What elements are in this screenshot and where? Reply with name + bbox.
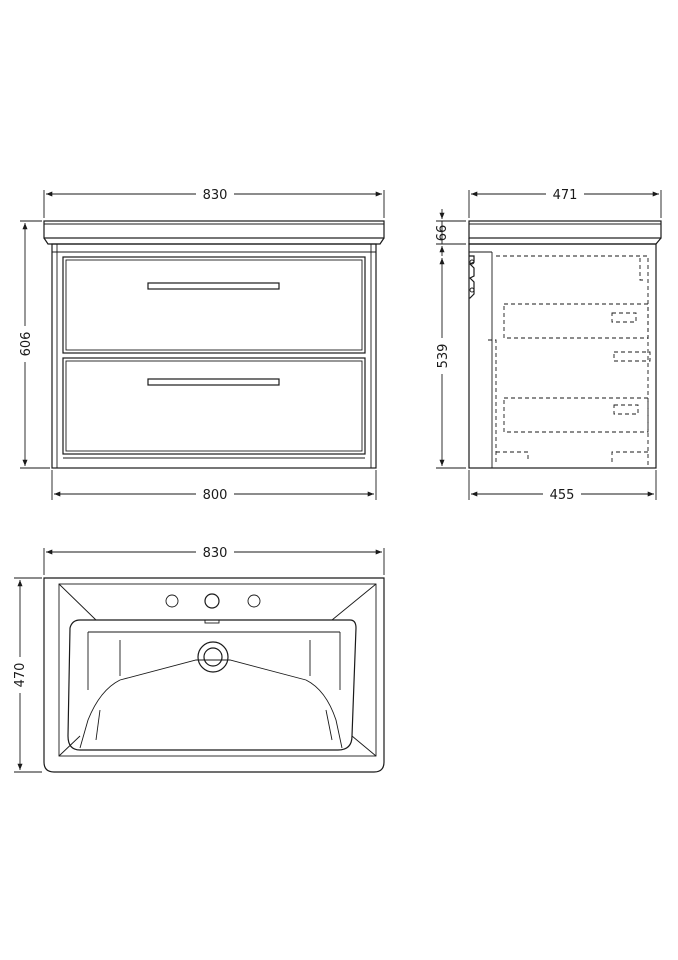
dim-label-455: 455 — [550, 488, 575, 503]
tap-hole-right — [247, 594, 261, 608]
dim-front-width-top: 830 — [43, 188, 385, 218]
side-elevation: 471 66 539 455 — [435, 188, 662, 503]
dim-front-width-bottom: 800 — [51, 470, 377, 503]
dim-front-height: 606 — [19, 220, 50, 469]
wall-bracket — [468, 255, 475, 299]
dim-side-depth-bottom: 455 — [468, 470, 657, 503]
dim-side-basin-height: 66 — [435, 209, 466, 256]
waste-outlet-inner — [203, 647, 223, 667]
dim-label-606: 606 — [19, 332, 34, 357]
dim-label-830-front: 830 — [203, 188, 228, 203]
dim-label-66: 66 — [435, 225, 450, 242]
front-basin-top — [43, 220, 385, 245]
drawer-handle-top — [147, 282, 280, 290]
dim-plan-depth: 470 — [13, 577, 42, 773]
basin-bowl — [67, 619, 357, 751]
dim-label-471: 471 — [553, 188, 578, 203]
front-drawer-top — [62, 256, 366, 354]
waste-outlet-outer — [197, 641, 229, 673]
dim-plan-width: 830 — [43, 546, 385, 575]
dim-side-cabinet-height: 539 — [436, 258, 466, 469]
drawer-handle-bottom — [147, 378, 280, 386]
front-drawer-bottom — [62, 357, 366, 455]
tap-hole-left — [165, 594, 179, 608]
dim-label-800: 800 — [203, 488, 228, 503]
side-hidden-drawers — [488, 255, 651, 468]
basin-outline — [43, 577, 385, 773]
front-cabinet — [51, 243, 377, 469]
dim-label-470: 470 — [13, 663, 28, 688]
dim-label-830-plan: 830 — [203, 546, 228, 561]
dim-side-depth-top: 471 — [468, 188, 662, 218]
tap-hole-center — [204, 593, 220, 609]
overflow-slot — [204, 619, 220, 624]
dim-label-539: 539 — [436, 344, 451, 369]
front-elevation: 830 606 800 — [19, 188, 385, 503]
plan-view: 830 470 — [13, 546, 385, 773]
side-basin-top — [468, 220, 662, 245]
side-cabinet — [468, 243, 657, 469]
